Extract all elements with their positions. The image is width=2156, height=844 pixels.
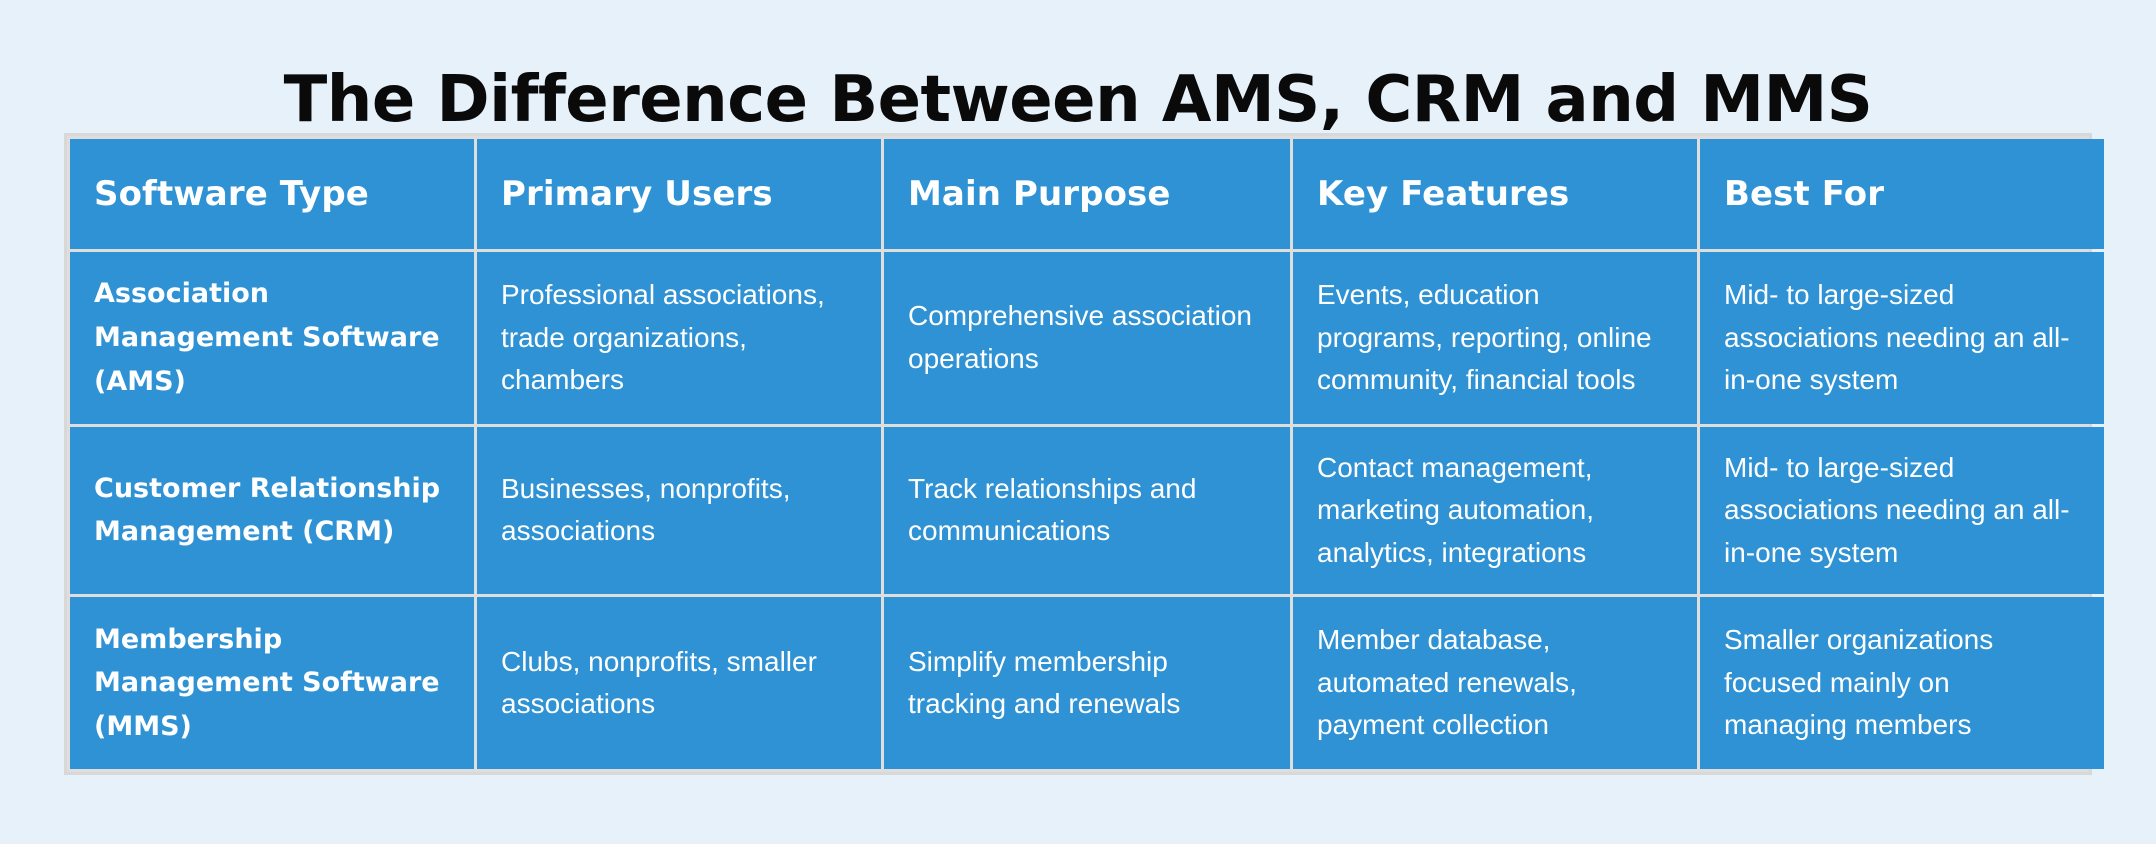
- column-header-primary-users: Primary Users: [477, 139, 881, 249]
- cell-primary-users: Businesses, nonprofits, associations: [477, 426, 881, 595]
- page-title: The Difference Between AMS, CRM and MMS: [283, 62, 1873, 137]
- comparison-table-container: Software Type Primary Users Main Purpose…: [64, 133, 2104, 775]
- cell-software-type: Association Management Software (AMS): [70, 252, 474, 424]
- cell-primary-users: Clubs, nonprofits, smaller associations: [477, 597, 881, 769]
- cell-main-purpose: Comprehensive association operations: [884, 252, 1290, 424]
- table-row: Membership Management Software (MMS) Clu…: [70, 597, 2104, 769]
- cell-primary-users: Professional associations, trade organiz…: [477, 252, 881, 424]
- cell-best-for: Mid- to large-sized associations needing…: [1700, 426, 2104, 595]
- table-header-row: Software Type Primary Users Main Purpose…: [70, 139, 2104, 249]
- cell-main-purpose: Simplify membership tracking and renewal…: [884, 597, 1290, 769]
- table-row: Customer Relationship Management (CRM) B…: [70, 426, 2104, 595]
- cell-key-features: Contact management, marketing automation…: [1293, 426, 1697, 595]
- column-header-software-type: Software Type: [70, 139, 474, 249]
- table-row: Association Management Software (AMS) Pr…: [70, 252, 2104, 424]
- column-header-key-features: Key Features: [1293, 139, 1697, 249]
- column-header-main-purpose: Main Purpose: [884, 139, 1290, 249]
- cell-key-features: Events, education programs, reporting, o…: [1293, 252, 1697, 424]
- cell-key-features: Member database, automated renewals, pay…: [1293, 597, 1697, 769]
- cell-best-for: Mid- to large-sized associations needing…: [1700, 252, 2104, 424]
- cell-software-type: Membership Management Software (MMS): [70, 597, 474, 769]
- cell-best-for: Smaller organizations focused mainly on …: [1700, 597, 2104, 769]
- cell-software-type: Customer Relationship Management (CRM): [70, 426, 474, 595]
- column-header-best-for: Best For: [1700, 139, 2104, 249]
- cell-main-purpose: Track relationships and communications: [884, 426, 1290, 595]
- comparison-table: Software Type Primary Users Main Purpose…: [67, 136, 2107, 772]
